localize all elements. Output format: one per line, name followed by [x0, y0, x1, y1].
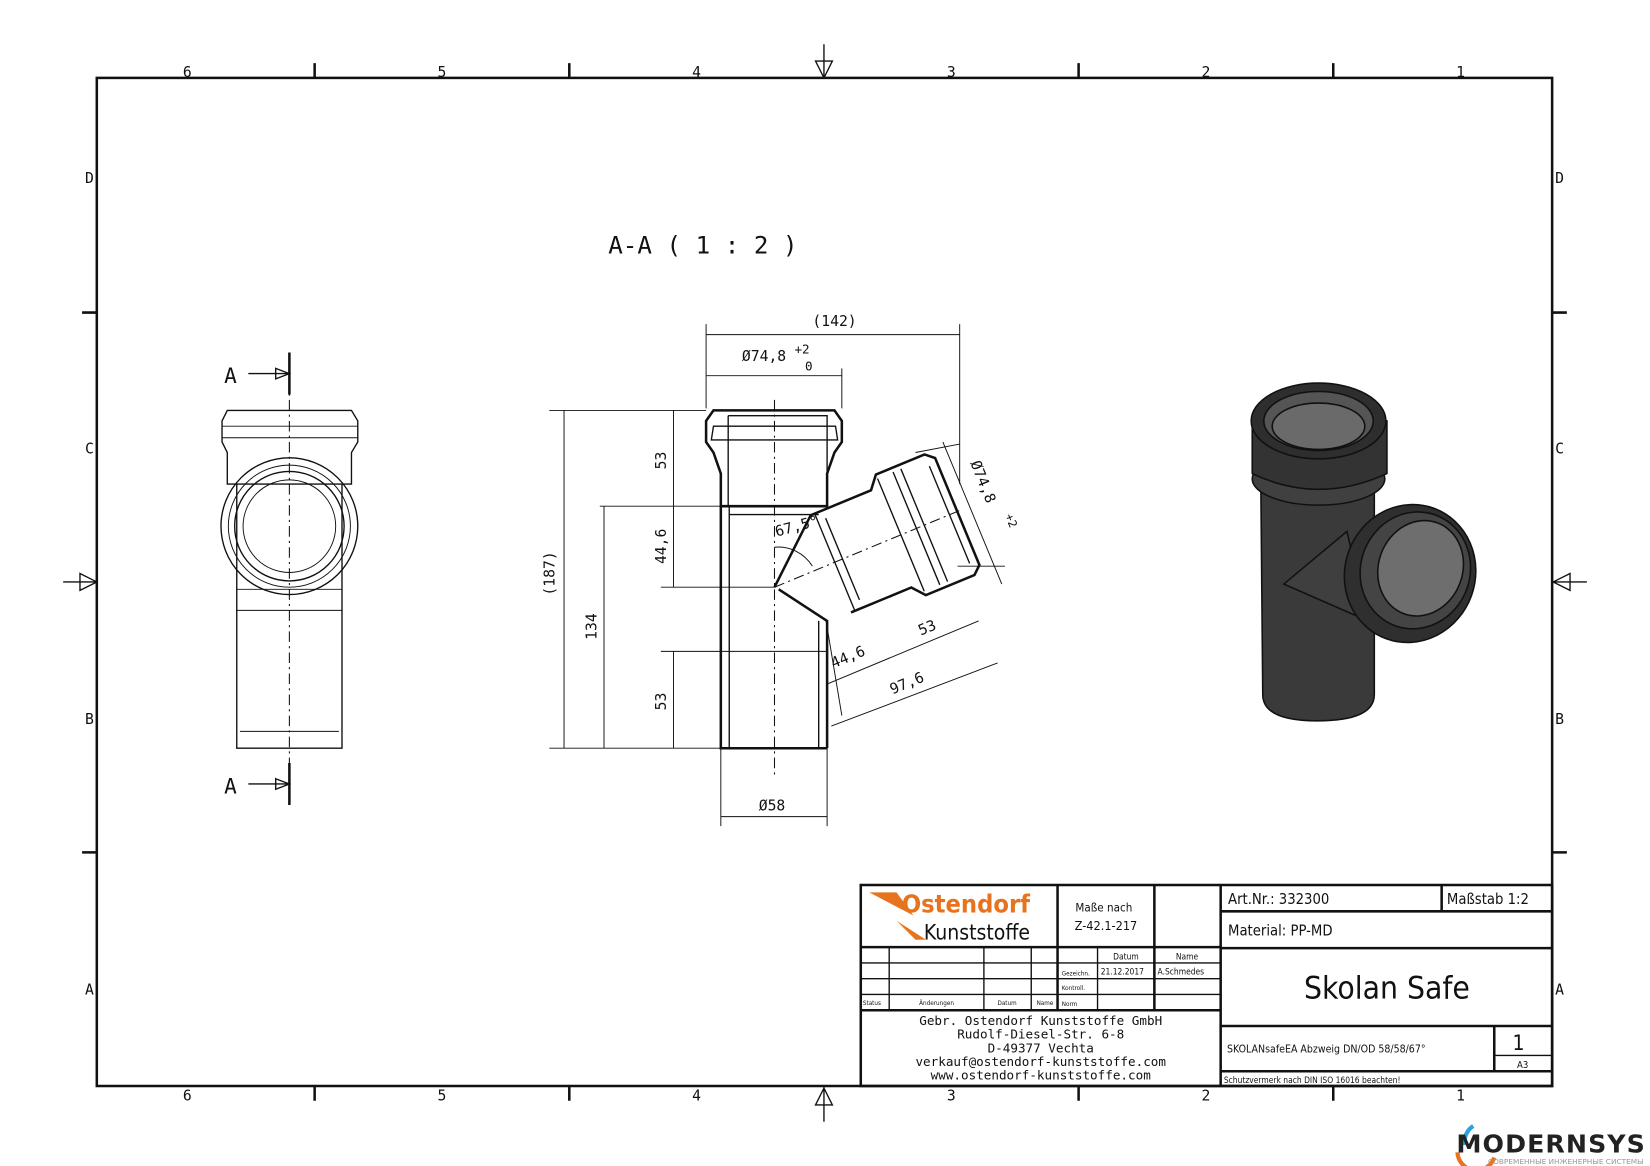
- dim-bottom-len: 53: [653, 693, 670, 711]
- dim-mid-len: 44,6: [653, 529, 670, 564]
- zone-row-b: B: [1555, 711, 1564, 728]
- centering-arrows: [63, 44, 1587, 1122]
- drawn-name: A.Schmedes: [1158, 966, 1205, 976]
- logo-text-ostendorf: Ostendorf: [902, 889, 1031, 918]
- dim-overall-height: (187): [542, 551, 559, 595]
- dim-tol-plus: +2: [794, 342, 809, 357]
- dim-branch-len-total: 97,6: [887, 669, 926, 698]
- address-line: Gebr. Ostendorf Kunststoffe GmbH: [919, 1013, 1162, 1028]
- dim-branch-len-44: 44,6: [828, 643, 867, 672]
- dim-height-134: 134: [584, 613, 601, 640]
- zone-col-1: 1: [1456, 64, 1465, 81]
- zone-row-a: A: [85, 981, 94, 998]
- zone-col-2: 2: [1201, 1088, 1210, 1105]
- zone-row-d: D: [85, 170, 94, 187]
- zone-col-2: 2: [1201, 64, 1210, 81]
- dims-per-label: Maße nach: [1075, 900, 1132, 914]
- cut-label-top: A: [224, 363, 237, 388]
- section-view: 67,5° (142) Ø74,8 +2 0 (187) 134 53 44,6…: [542, 313, 1020, 827]
- zone-col-4: 4: [692, 1088, 701, 1105]
- watermark-tagline: СОВРЕМЕННЫЕ ИНЖЕНЕРНЫЕ СИСТЕМЫ: [1488, 1157, 1644, 1166]
- zone-columns-top: 6 5 4 3 2 1: [183, 64, 1465, 81]
- side-view: A A: [220, 352, 359, 806]
- modernsys-watermark: MODERNSYS СОВРЕМЕННЫЕ ИНЖЕНЕРНЫЕ СИСТЕМЫ: [1455, 1124, 1646, 1166]
- zone-row-a: A: [1555, 981, 1564, 998]
- zone-col-5: 5: [438, 64, 447, 81]
- address-line: www.ostendorf-kunststoffe.com: [931, 1068, 1151, 1083]
- dims-per-value: Z-42.1-217: [1075, 918, 1138, 933]
- material: Material: PP-MD: [1228, 923, 1333, 940]
- title-block: Ostendorf Kunststoffe Maße nach Z-42.1-2…: [859, 883, 1554, 1088]
- sheet-format: A3: [1517, 1060, 1528, 1071]
- hist-name: Name: [1037, 1000, 1054, 1007]
- zone-row-c: C: [85, 441, 94, 458]
- zone-col-3: 3: [947, 1088, 956, 1105]
- dim-overall-width: (142): [812, 313, 856, 330]
- zone-row-b: B: [85, 711, 94, 728]
- watermark-brand: MODERNSYS: [1456, 1129, 1646, 1158]
- 3d-render: [1250, 382, 1477, 722]
- product-description: SKOLANsafeEA Abzweig DN/OD 58/58/67°: [1227, 1043, 1426, 1055]
- dim-socket-diameter: Ø74,8: [742, 348, 786, 365]
- dim-angle: 67,5°: [773, 513, 820, 541]
- hist-datum: Datum: [997, 1000, 1017, 1007]
- scale: Maßstab 1:2: [1447, 891, 1529, 908]
- row-norm: Norm: [1062, 1001, 1078, 1008]
- zone-col-1: 1: [1456, 1088, 1465, 1105]
- col-datum: Datum: [1113, 952, 1139, 962]
- section-label: A-A ( 1 : 2 ): [608, 232, 797, 260]
- row-gezeichn: Gezeichn.: [1062, 971, 1090, 978]
- product-name: Skolan Safe: [1304, 971, 1470, 1007]
- drawn-date: 21.12.2017: [1101, 966, 1144, 976]
- address-line: Rudolf-Diesel-Str. 6-8: [957, 1027, 1124, 1042]
- zone-col-6: 6: [183, 64, 192, 81]
- dim-branch-len-53: 53: [916, 617, 939, 639]
- sheet-number: 1: [1512, 1030, 1524, 1055]
- row-kontroll: Kontroll.: [1062, 985, 1085, 992]
- protection-note: Schutzvermerk nach DIN ISO 16016 beachte…: [1224, 1075, 1401, 1085]
- company-logo: Ostendorf Kunststoffe: [869, 889, 1031, 945]
- hist-changes: Änderungen: [919, 998, 954, 1007]
- zone-rows: D C B A D C B A: [85, 170, 1564, 998]
- company-address: Gebr. Ostendorf Kunststoffe GmbH Rudolf-…: [915, 1013, 1166, 1083]
- dim-tol-zero: 0: [805, 358, 813, 373]
- watermark-logo-arc-icon: [1462, 1124, 1475, 1146]
- zone-columns-bottom: 6 5 4 3 2 1: [183, 1088, 1465, 1105]
- col-name: Name: [1176, 952, 1199, 962]
- cut-label-bottom: A: [224, 773, 237, 798]
- zone-col-6: 6: [183, 1088, 192, 1105]
- dim-branch-tol: +2: [1002, 512, 1020, 530]
- zone-ticks: [82, 63, 1567, 1101]
- article-number: Art.Nr.: 332300: [1228, 891, 1329, 908]
- zone-row-d: D: [1555, 170, 1564, 187]
- dim-socket-len-top: 53: [653, 452, 670, 470]
- address-line: D-49377 Vechta: [988, 1040, 1094, 1055]
- zone-row-c: C: [1555, 441, 1564, 458]
- address-line: verkauf@ostendorf-kunststoffe.com: [915, 1054, 1166, 1069]
- logo-text-kunststoffe: Kunststoffe: [924, 920, 1030, 945]
- hist-status: Status: [863, 1000, 881, 1007]
- zone-col-5: 5: [438, 1088, 447, 1105]
- zone-col-4: 4: [692, 64, 701, 81]
- dim-pipe-diameter: Ø58: [759, 797, 786, 814]
- zone-col-3: 3: [947, 64, 956, 81]
- dim-branch-socket-diameter: Ø74,8: [967, 458, 999, 505]
